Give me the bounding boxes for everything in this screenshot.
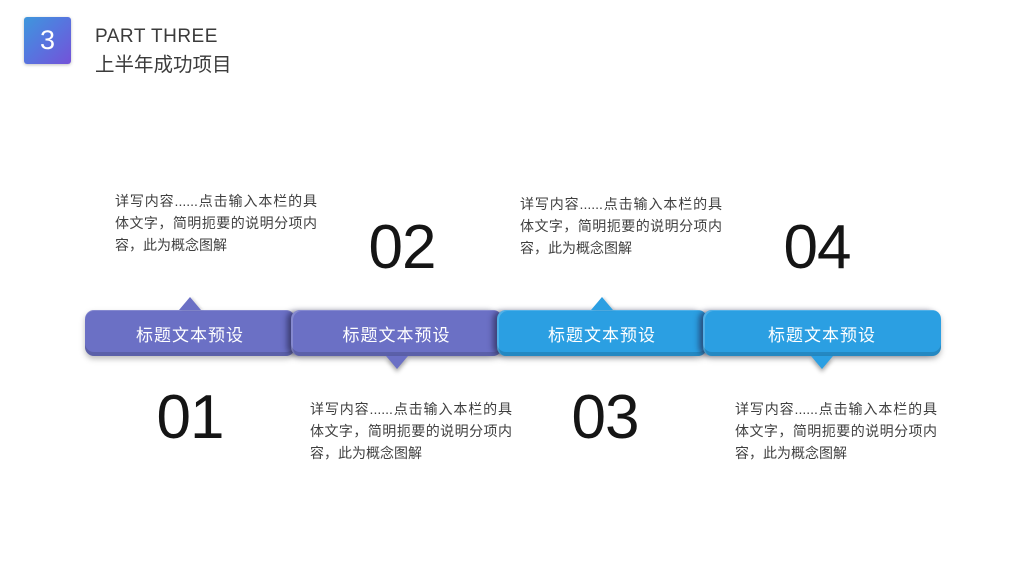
timeline-segment-2: 标题文本预设: [291, 310, 502, 369]
step-number-03: 03: [571, 383, 640, 452]
segment-label: 标题文本预设: [768, 325, 876, 345]
step-number-01: 01: [156, 383, 225, 452]
pointer-down-icon: [811, 356, 833, 369]
segment-label: 标题文本预设: [548, 325, 656, 345]
segment-label: 标题文本预设: [342, 325, 451, 345]
step-number-02: 02: [368, 213, 437, 282]
section-number-badge: 3: [24, 17, 71, 64]
step-description-1: 详写内容......点击输入本栏的具体文字，简明扼要的说明分项内容，此为概念图解: [115, 193, 317, 253]
step-description-4: 详写内容......点击输入本栏的具体文字，简明扼要的说明分项内容，此为概念图解: [735, 401, 937, 461]
timeline-segment-4: 标题文本预设: [703, 310, 941, 369]
step-description-3: 详写内容......点击输入本栏的具体文字，简明扼要的说明分项内容，此为概念图解: [520, 196, 722, 256]
pointer-down-icon: [385, 356, 408, 369]
section-kicker: PART THREE: [95, 26, 218, 47]
step-number-04: 04: [783, 213, 852, 282]
pointer-up-icon: [591, 297, 613, 310]
timeline-segment-3: 标题文本预设: [497, 297, 707, 356]
timeline-segment-1: 标题文本预设: [85, 297, 295, 356]
segment-label: 标题文本预设: [136, 325, 244, 345]
pointer-up-icon: [179, 297, 201, 310]
step-description-2: 详写内容......点击输入本栏的具体文字，简明扼要的说明分项内容，此为概念图解: [310, 401, 512, 461]
section-number: 3: [39, 25, 56, 55]
slide-title: 上半年成功项目: [95, 54, 232, 76]
